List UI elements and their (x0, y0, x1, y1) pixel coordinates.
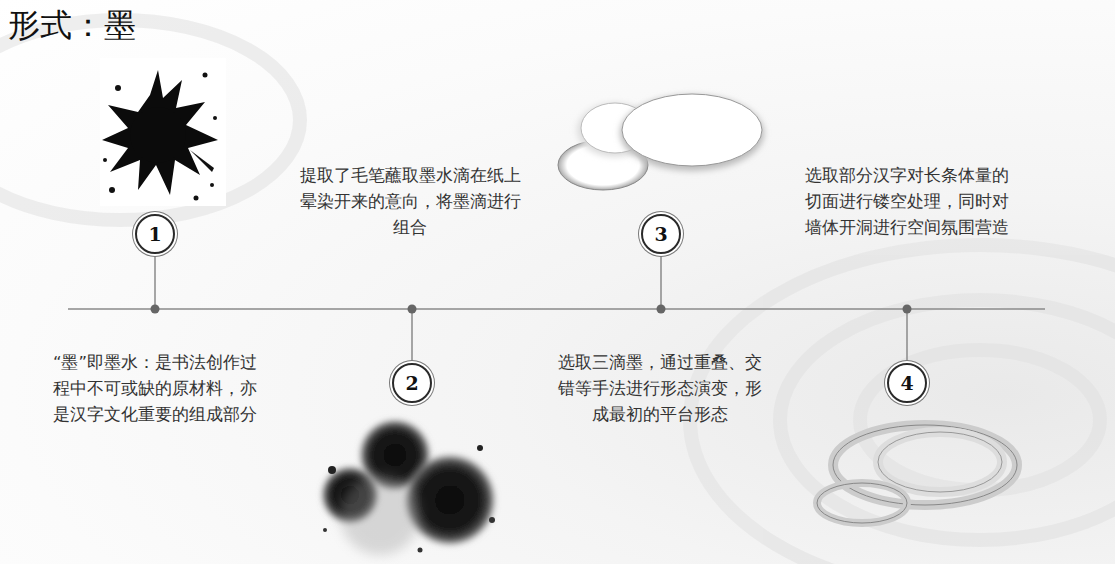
callout-number: 1 (148, 225, 161, 244)
page-title: 形式：墨 (8, 4, 136, 48)
timeline (68, 256, 1045, 361)
platform-ellipses (558, 94, 764, 190)
callout-number: 4 (900, 374, 913, 393)
description-text: 选取部分汉字对长条体量的切面进行镂空处理，同时对墙体开洞进行空间氛围营造 (805, 163, 1009, 241)
description-text: 选取三滴墨，通过重叠、交错等手法进行形态演变，形成最初的平台形态 (554, 350, 766, 428)
callout-number: 2 (405, 374, 418, 393)
callout-circle: 4 (887, 363, 927, 403)
callout-circle: 1 (135, 214, 175, 254)
callout-circle: 3 (641, 214, 681, 254)
ink-splatter (100, 58, 226, 206)
description-text: 提取了毛笔蘸取墨水滴在纸上晕染开来的意向，将墨滴进行组合 (299, 163, 521, 241)
ring-platforms (817, 425, 1017, 523)
ripple-bg (0, 20, 1115, 564)
ink-drops (322, 420, 495, 555)
callout-circle: 2 (392, 363, 432, 403)
callout-number: 3 (654, 225, 667, 244)
description-text: “墨”即墨水：是书法创作过程中不可或缺的原材料，亦是汉字文化重要的组成部分 (46, 350, 264, 428)
